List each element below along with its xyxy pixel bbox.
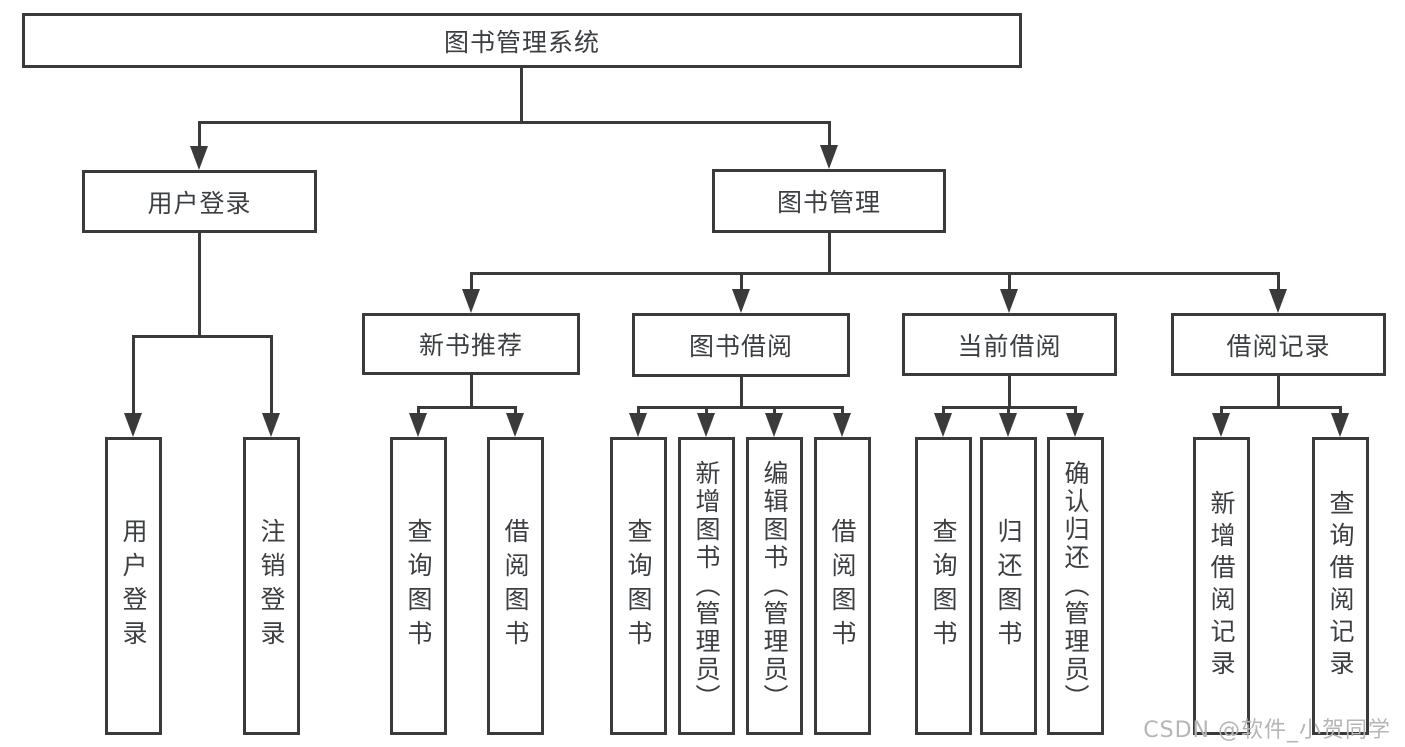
leaf-confirm-return-admin-label: 确认归还（管理员） (1061, 460, 1090, 712)
connector-drop-line (270, 335, 273, 415)
leaf-return-book: 归还图书 (980, 437, 1037, 735)
node-book-management-label: 图书管理 (776, 188, 881, 217)
connector-stem-line (470, 375, 473, 408)
arrow-down-icon (1331, 413, 1349, 437)
arrow-down-icon (124, 413, 142, 437)
node-book-borrowing: 图书借阅 (632, 313, 850, 377)
leaf-borrow-books-borrowing-label: 借阅图书 (828, 518, 857, 654)
leaf-query-borrow-record-label: 查询借阅记录 (1326, 490, 1355, 682)
connector-stem-line (828, 233, 831, 274)
leaf-borrow-books-recommend-label: 借阅图书 (501, 518, 530, 654)
connector-drop-line (841, 406, 844, 415)
connector-drop-line (1007, 406, 1010, 415)
connector-drop-line (132, 335, 135, 415)
connector-drop-line (417, 406, 420, 415)
leaf-edit-book-admin: 编辑图书（管理员） (746, 437, 803, 735)
node-user-login-label: 用户登录 (147, 188, 252, 218)
arrow-down-icon (506, 413, 524, 437)
arrow-down-icon (765, 413, 783, 437)
leaf-query-books-borrowing: 查询图书 (610, 437, 667, 735)
leaf-return-book-label: 归还图书 (994, 518, 1023, 654)
arrow-down-icon (462, 289, 480, 313)
leaf-add-borrow-record: 新增借阅记录 (1193, 437, 1250, 735)
node-borrowing-records-label: 借阅记录 (1226, 331, 1331, 361)
arrow-down-icon (190, 146, 208, 170)
arrow-down-icon (833, 413, 851, 437)
connector-drop-line (198, 121, 201, 148)
leaf-borrow-books-recommend: 借阅图书 (487, 437, 544, 735)
node-current-borrowing: 当前借阅 (902, 313, 1117, 376)
arrow-down-icon (1269, 289, 1287, 313)
connector-branch-line (132, 335, 273, 338)
arrow-down-icon (732, 289, 750, 313)
node-book-management: 图书管理 (712, 169, 946, 233)
connector-stem-line (520, 68, 523, 124)
arrow-down-icon (1066, 413, 1084, 437)
connector-drop-line (637, 406, 640, 415)
node-new-book-recommend-label: 新书推荐 (418, 331, 523, 360)
connector-drop-line (740, 272, 743, 291)
connector-stem-line (1008, 375, 1011, 408)
watermark-text: CSDN @软件_小贺同学 (1143, 718, 1391, 743)
node-user-login: 用户登录 (82, 170, 317, 233)
connector-drop-line (1277, 272, 1280, 291)
leaf-query-borrow-record: 查询借阅记录 (1312, 437, 1369, 735)
arrow-down-icon (629, 413, 647, 437)
connector-branch-line (637, 406, 844, 409)
leaf-query-books-recommend-label: 查询图书 (404, 518, 433, 654)
leaf-user-login: 用户登录 (105, 437, 162, 735)
connector-drop-line (514, 406, 517, 415)
arrow-down-icon (697, 413, 715, 437)
node-current-borrowing-label: 当前借阅 (957, 331, 1062, 361)
connector-drop-line (773, 406, 776, 415)
leaf-logout-label: 注销登录 (257, 518, 286, 654)
connector-branch-line (198, 121, 831, 124)
arrow-down-icon (262, 413, 280, 437)
leaf-add-book-admin-label: 新增图书（管理员） (692, 460, 721, 712)
connector-drop-line (1008, 272, 1011, 291)
connector-branch-line (417, 406, 517, 409)
leaf-add-borrow-record-label: 新增借阅记录 (1207, 490, 1236, 682)
arrow-down-icon (999, 413, 1017, 437)
node-library-system-label: 图书管理系统 (443, 27, 600, 57)
leaf-confirm-return-admin: 确认归还（管理员） (1047, 437, 1104, 735)
node-new-book-recommend: 新书推荐 (362, 313, 580, 375)
leaf-query-books-recommend: 查询图书 (390, 437, 447, 735)
connector-stem-line (1277, 375, 1280, 408)
leaf-logout: 注销登录 (243, 437, 300, 735)
connector-drop-line (705, 406, 708, 415)
arrow-down-icon (1000, 289, 1018, 313)
connector-drop-line (470, 272, 473, 291)
connector-drop-line (1339, 406, 1342, 415)
connector-drop-line (1220, 406, 1223, 415)
connector-stem-line (740, 375, 743, 408)
connector-branch-line (470, 272, 1280, 275)
arrow-down-icon (934, 413, 952, 437)
node-book-borrowing-label: 图书借阅 (688, 332, 793, 361)
arrow-down-icon (820, 145, 838, 169)
leaf-add-book-admin: 新增图书（管理员） (678, 437, 735, 735)
arrow-down-icon (1212, 413, 1230, 437)
node-library-system: 图书管理系统 (22, 13, 1022, 68)
leaf-borrow-books-borrowing: 借阅图书 (814, 437, 871, 735)
connector-branch-line (1220, 406, 1342, 409)
connector-drop-line (828, 121, 831, 147)
leaf-query-books-current-label: 查询图书 (929, 518, 958, 654)
connector-stem-line (198, 233, 201, 337)
connector-drop-line (1074, 406, 1077, 415)
arrow-down-icon (409, 413, 427, 437)
leaf-query-books-current: 查询图书 (915, 437, 972, 735)
leaf-user-login-label: 用户登录 (119, 518, 148, 654)
node-borrowing-records: 借阅记录 (1171, 313, 1386, 376)
leaf-query-books-borrowing-label: 查询图书 (624, 518, 653, 654)
leaf-edit-book-admin-label: 编辑图书（管理员） (760, 460, 789, 712)
connector-drop-line (942, 406, 945, 415)
